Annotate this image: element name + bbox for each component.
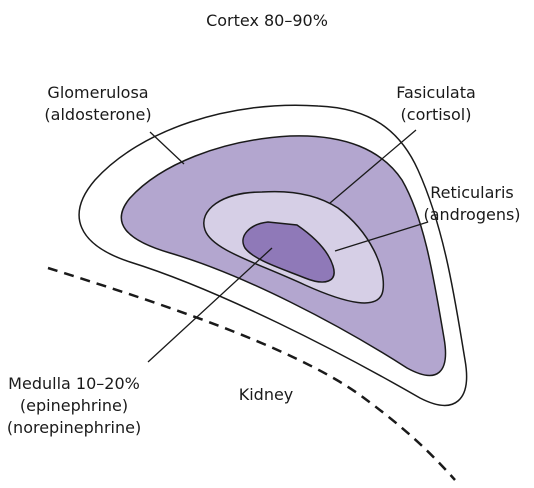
glomerulosa-label: Glomerulosa (aldosterone) bbox=[18, 82, 178, 126]
glomerulosa-name: Glomerulosa bbox=[18, 82, 178, 104]
fasiculata-label: Fasiculata (cortisol) bbox=[366, 82, 506, 126]
fasiculata-name: Fasiculata bbox=[366, 82, 506, 104]
fasiculata-hormone: (cortisol) bbox=[366, 104, 506, 126]
medulla-hormone-2: (norepinephrine) bbox=[0, 417, 148, 439]
diagram-title: Cortex 80–90% bbox=[0, 10, 534, 32]
kidney-label: Kidney bbox=[226, 384, 306, 406]
glomerulosa-hormone: (aldosterone) bbox=[18, 104, 178, 126]
reticularis-label: Reticularis (androgens) bbox=[410, 182, 534, 226]
medulla-name: Medulla 10–20% bbox=[0, 373, 148, 395]
reticularis-name: Reticularis bbox=[410, 182, 534, 204]
reticularis-hormone: (androgens) bbox=[410, 204, 534, 226]
medulla-label: Medulla 10–20% (epinephrine) (norepineph… bbox=[0, 373, 148, 439]
medulla-hormone-1: (epinephrine) bbox=[0, 395, 148, 417]
